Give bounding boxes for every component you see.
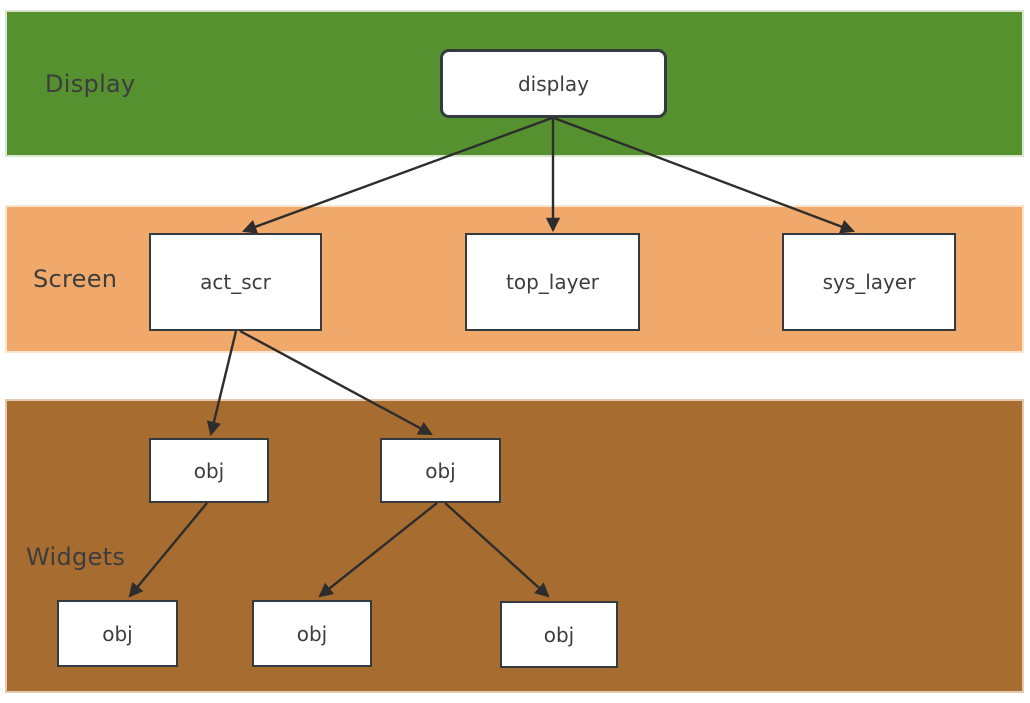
node-obj-a: obj [149, 438, 269, 503]
node-obj-c: obj [57, 600, 178, 667]
node-obj-d: obj [252, 600, 372, 667]
node-obj-b: obj [380, 438, 501, 503]
band-widgets-label: Widgets [26, 543, 126, 571]
band-screen-label: Screen [33, 265, 118, 293]
node-act-scr: act_scr [149, 233, 322, 331]
node-obj-e: obj [500, 601, 618, 668]
node-display: display [440, 49, 667, 118]
node-sys-layer: sys_layer [782, 233, 956, 331]
band-display-label: Display [45, 69, 136, 98]
node-top-layer: top_layer [465, 233, 640, 331]
